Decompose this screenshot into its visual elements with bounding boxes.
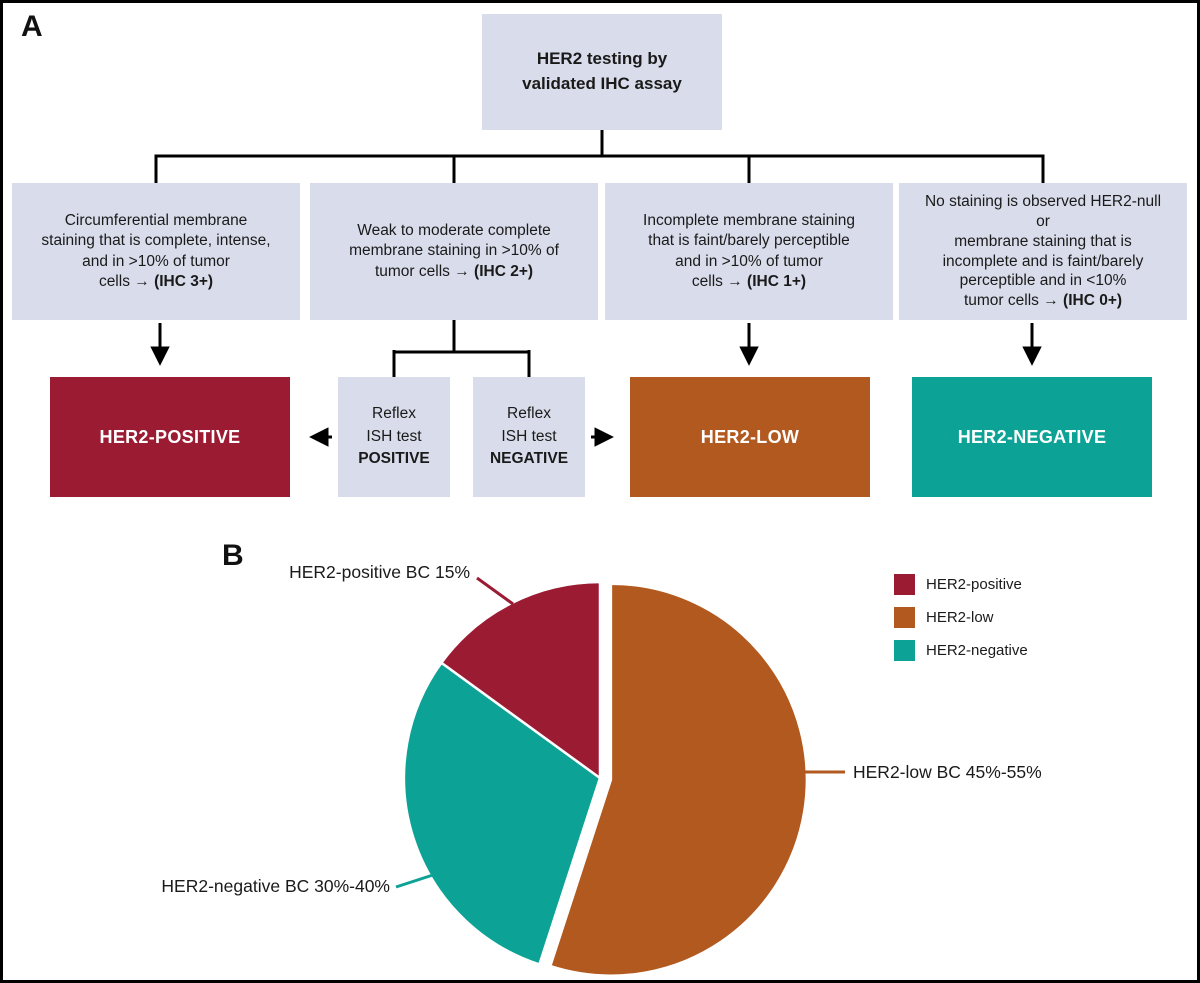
- callout-her2-low: HER2-low BC 45%-55%: [853, 762, 1042, 782]
- root-box-her2-testing: HER2 testing by validated IHC assay: [482, 14, 722, 130]
- legend-row-her2-low: HER2-low: [894, 607, 1028, 628]
- callout-her2-negative: HER2-negative BC 30%-40%: [161, 876, 390, 896]
- panel-b-label: B: [222, 539, 244, 572]
- reflex-positive-bold: POSITIVE: [358, 450, 430, 468]
- pie-slice-her2-negative: [402, 661, 602, 966]
- legend-label-her2-low: HER2-low: [926, 609, 994, 626]
- leader-her2-negative: [395, 872, 437, 889]
- legend-swatch-her2-negative: [894, 640, 915, 661]
- legend-swatch-her2-positive: [894, 574, 915, 595]
- callout-her2-positive: HER2-positive BC 15%: [289, 562, 470, 582]
- her2-negative-box: HER2-NEGATIVE: [912, 377, 1152, 497]
- her2-low-label: HER2-LOW: [700, 426, 800, 447]
- panel-a-label: A: [21, 10, 43, 43]
- legend-swatch-her2-low: [894, 607, 915, 628]
- criteria-ihc1-bold: (IHC 1+): [747, 272, 807, 290]
- her2-positive-label: HER2-POSITIVE: [99, 426, 241, 447]
- criteria-ihc3-text: Circumferential membrane staining that i…: [41, 211, 271, 290]
- her2-negative-label: HER2-NEGATIVE: [957, 426, 1107, 447]
- pie-legend: HER2-positive HER2-low HER2-negative: [894, 574, 1028, 673]
- pie-slice-her2-low: [549, 582, 809, 977]
- pie-chart: [402, 580, 809, 977]
- criteria-box-ihc3: Circumferential membrane staining that i…: [12, 183, 300, 320]
- her2-positive-box: HER2-POSITIVE: [50, 377, 290, 497]
- reflex-positive-text: Reflex ISH test: [366, 405, 422, 445]
- criteria-ihc0-bold: (IHC 0+): [1063, 292, 1123, 310]
- criteria-ihc2-bold: (IHC 2+): [474, 262, 534, 280]
- leader-her2-positive: [476, 576, 514, 606]
- reflex-negative-bold: NEGATIVE: [489, 450, 569, 468]
- criteria-ihc1-text: Incomplete membrane staining that is fai…: [643, 211, 855, 290]
- criteria-box-ihc2: Weak to moderate complete membrane stain…: [310, 183, 598, 320]
- flowchart-connectors: [150, 130, 1045, 447]
- reflex-ish-positive-box: Reflex ISH test POSITIVE: [338, 377, 450, 497]
- legend-row-her2-negative: HER2-negative: [894, 640, 1028, 661]
- pie-leader-lines: [395, 576, 845, 889]
- her2-low-box: HER2-LOW: [630, 377, 870, 497]
- root-box-text: HER2 testing by validated IHC assay: [522, 49, 682, 93]
- legend-label-her2-negative: HER2-negative: [926, 642, 1028, 659]
- legend-label-her2-positive: HER2-positive: [926, 576, 1022, 593]
- criteria-box-ihc0: No staining is observed HER2-null or mem…: [899, 183, 1187, 320]
- criteria-ihc3-bold: (IHC 3+): [154, 272, 214, 290]
- reflex-ish-negative-box: Reflex ISH test NEGATIVE: [473, 377, 585, 497]
- criteria-box-ihc1: Incomplete membrane staining that is fai…: [605, 183, 893, 320]
- criteria-ihc0-text: No staining is observed HER2-null or mem…: [924, 193, 1162, 310]
- reflex-negative-text: Reflex ISH test: [501, 405, 557, 445]
- criteria-ihc2-text: Weak to moderate complete membrane stain…: [349, 221, 559, 280]
- legend-row-her2-positive: HER2-positive: [894, 574, 1028, 595]
